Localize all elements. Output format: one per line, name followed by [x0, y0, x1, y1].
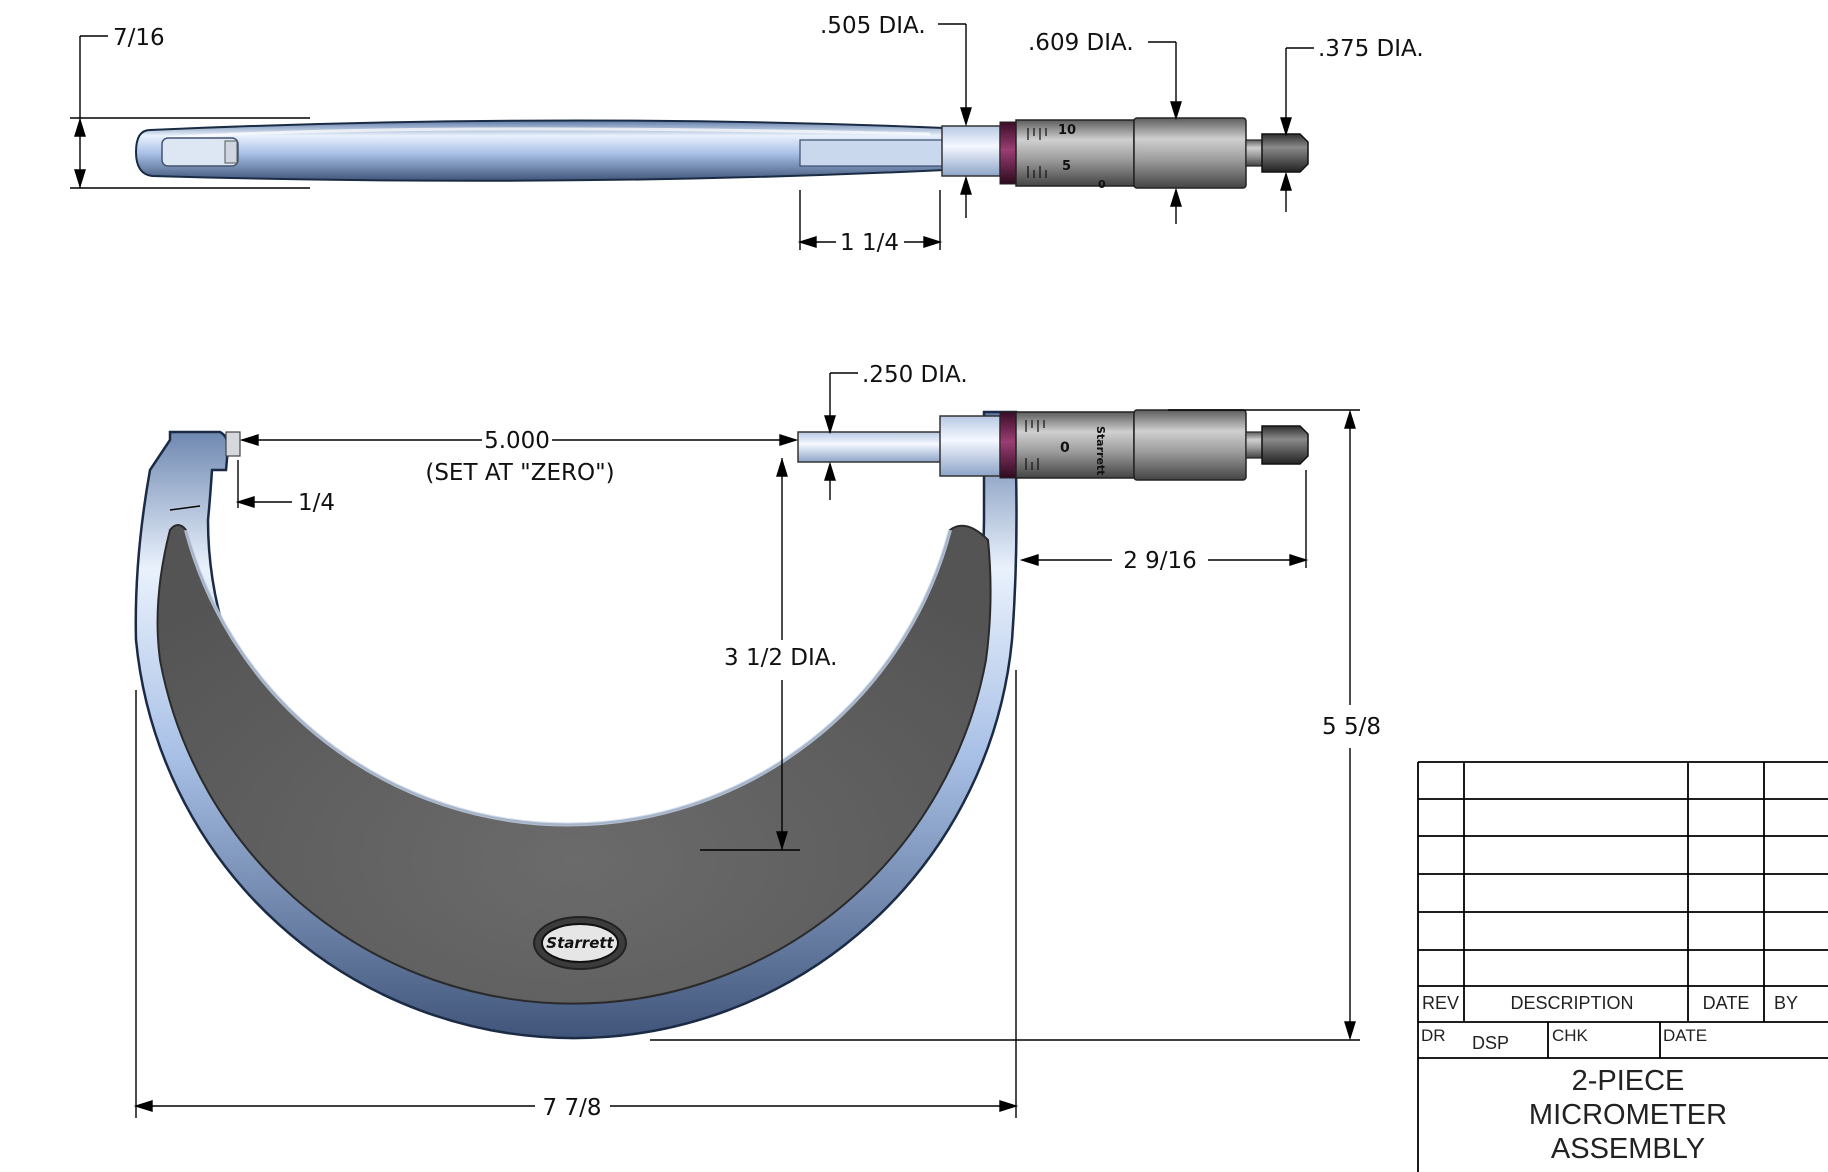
dim-375-dia: .375 DIA. — [1318, 36, 1424, 62]
tb-dr-value: DSP — [1472, 1033, 1509, 1053]
dim-2-9-16: 2 9/16 — [1123, 548, 1197, 574]
tb-date-label: DATE — [1703, 993, 1750, 1013]
tb-rev-label: REV — [1422, 993, 1459, 1013]
top-barrel — [1015, 119, 1135, 187]
front-view: 0 Starrett Starrett — [134, 409, 1309, 1040]
dim-1-4: 1/4 — [298, 490, 335, 516]
front-head-block — [939, 415, 1001, 477]
tb-title-line2: MICROMETER — [1529, 1099, 1727, 1131]
tb-title-line3: ASSEMBLY — [1551, 1133, 1705, 1165]
top-frame-body — [134, 119, 946, 182]
tb-title-line1: 2-PIECE — [1572, 1065, 1685, 1097]
front-spindle — [797, 431, 943, 463]
front-anvil — [225, 431, 241, 457]
tb-by-label: BY — [1774, 993, 1798, 1013]
dim-3-1-2-dia: 3 1/2 DIA. — [724, 645, 837, 671]
top-anvil-block — [161, 137, 239, 167]
tb-dr-label: DR — [1421, 1026, 1446, 1045]
tb-chk-label: CHK — [1552, 1026, 1589, 1045]
top-scale-5: 5 — [1062, 159, 1071, 174]
top-sleeve — [941, 125, 1001, 177]
top-scale-10: 10 — [1058, 123, 1076, 138]
thimble-brand: Starrett — [1094, 426, 1107, 475]
dim-1-1-4: 1 1/4 — [840, 230, 899, 256]
front-dimension-lines — [133, 372, 1360, 1118]
dim-5-000: 5.000 — [484, 428, 550, 454]
front-scale-0: 0 — [1060, 440, 1070, 456]
tb-date2-label: DATE — [1663, 1026, 1707, 1045]
dim-505-dia: .505 DIA. — [820, 13, 926, 39]
front-lock-band — [999, 411, 1017, 479]
front-barrel — [1015, 411, 1135, 479]
tb-description-label: DESCRIPTION — [1510, 993, 1633, 1013]
top-scale-0: 0 — [1098, 178, 1106, 191]
set-at-zero-note: (SET AT "ZERO") — [425, 460, 614, 486]
starrett-logo-text: Starrett — [546, 934, 614, 952]
top-thimble — [1133, 117, 1247, 189]
top-lock-band — [999, 121, 1017, 185]
dim-7-7-8: 7 7/8 — [543, 1095, 602, 1121]
top-view: 10 5 0 — [134, 117, 1309, 191]
front-thimble — [1133, 409, 1247, 481]
dim-7-16: 7/16 — [113, 25, 165, 51]
top-dimension-lines — [70, 23, 1314, 250]
front-ratchet — [1261, 425, 1309, 465]
dim-250-dia: .250 DIA. — [862, 362, 968, 388]
top-ratchet — [1261, 133, 1309, 173]
dim-5-5-8: 5 5/8 — [1322, 714, 1381, 740]
title-block: REV DESCRIPTION DATE BY DR DSP CHK DATE … — [1417, 761, 1828, 1172]
dim-609-dia: .609 DIA. — [1028, 30, 1134, 56]
